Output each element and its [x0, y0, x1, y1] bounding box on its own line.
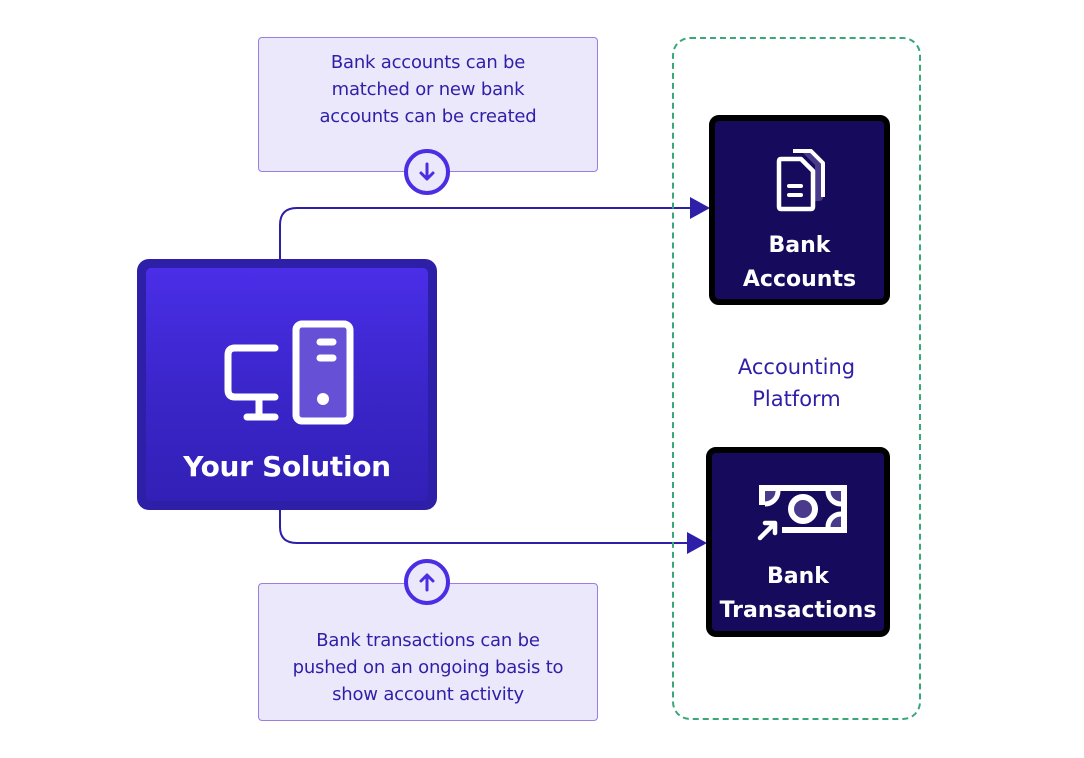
- accounts-note-text: Bank accounts can be matched or new bank…: [319, 52, 537, 127]
- transactions-note: Bank transactions can be pushed on an on…: [258, 583, 598, 721]
- your-solution-node: Your Solution: [137, 259, 437, 510]
- arrow-up-circle-icon: [404, 559, 450, 605]
- accounting-platform-container: [672, 37, 921, 720]
- documents-icon: [776, 149, 825, 212]
- your-solution-label: Your Solution: [183, 450, 391, 483]
- your-solution-panel: Your Solution: [146, 268, 428, 501]
- bank-transactions-label: Bank Transactions: [719, 564, 877, 623]
- connector-to-bank-transactions: [279, 510, 688, 544]
- accounting-platform-label: Accounting Platform: [737, 355, 856, 411]
- bank-accounts-label: Bank Accounts: [742, 233, 857, 292]
- cash-transfer-icon: [757, 485, 847, 541]
- accounts-note: Bank accounts can be matched or new bank…: [258, 37, 598, 172]
- arrow-down-circle-icon: [404, 149, 450, 195]
- bank-transactions-node: Bank Transactions: [706, 447, 890, 637]
- transactions-note-text: Bank transactions can be pushed on an on…: [292, 629, 564, 705]
- computer-server-icon: [224, 320, 354, 425]
- connector-to-bank-accounts: [279, 207, 692, 259]
- bank-accounts-node: Bank Accounts: [709, 115, 890, 305]
